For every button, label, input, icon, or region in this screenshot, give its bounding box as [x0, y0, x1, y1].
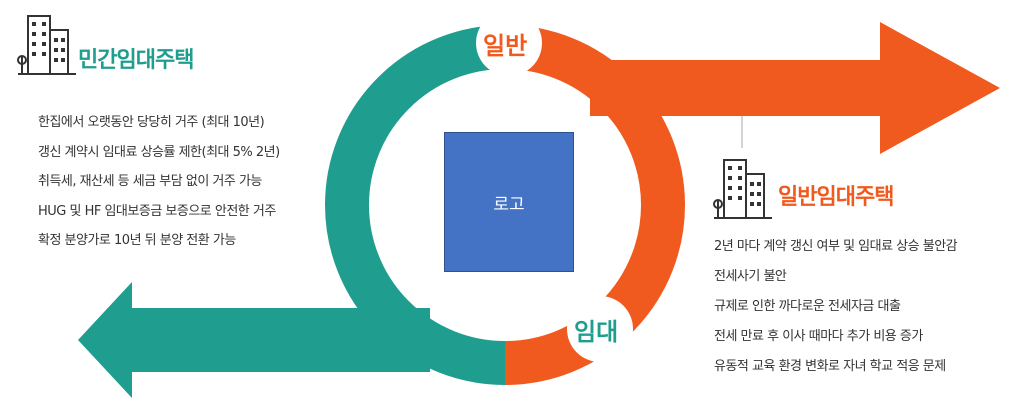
list-item: 전세사기 불안: [714, 269, 787, 284]
list-item: HUG 및 HF 임대보증금 보증으로 안전한 거주: [38, 203, 276, 219]
rental-label: 임대: [574, 318, 619, 346]
rental-badge: [567, 296, 633, 362]
list-item: 유동적 교육 환경 변화로 자녀 학교 적응 문제: [714, 359, 946, 374]
private-rental-benefits: 한집에서 오랫동안 당당히 거주 (최대 10년) 갱신 계약시 임대료 상승률…: [38, 112, 280, 260]
apartment-building-icon: [713, 159, 772, 219]
list-item: 전세 만료 후 이사 때마다 추가 비용 증가: [714, 329, 923, 344]
general-rental-concerns: 2년 마다 계약 갱신 여부 및 임대료 상승 불안감 전세사기 불안 규제로 …: [714, 236, 958, 386]
apartment-building-icon: [17, 15, 76, 75]
teal-ring-arc: [325, 25, 506, 385]
list-item: 취득세, 재산세 등 세금 부담 없이 거주 가능: [38, 174, 262, 189]
logo-label: 로고: [493, 194, 525, 215]
list-item: 확정 분양가로 10년 뒤 분양 전환 가능: [38, 233, 236, 248]
teal-arrow: [78, 282, 430, 398]
list-item: 규제로 인한 까다로운 전세자금 대출: [714, 299, 901, 314]
private-rental-title: 민간임대주택: [78, 48, 194, 73]
logo-placeholder: 로고: [444, 132, 574, 272]
list-item: 한집에서 오랫동안 당당히 거주 (최대 10년): [38, 115, 265, 130]
orange-arrow: [590, 22, 1000, 154]
list-item: 2년 마다 계약 갱신 여부 및 임대료 상승 불안감: [714, 239, 958, 254]
general-label: 일반: [483, 32, 528, 60]
general-badge: [476, 10, 542, 76]
general-rental-title: 일반임대주택: [778, 185, 894, 210]
list-item: 갱신 계약시 임대료 상승률 제한(최대 5% 2년): [38, 144, 280, 160]
